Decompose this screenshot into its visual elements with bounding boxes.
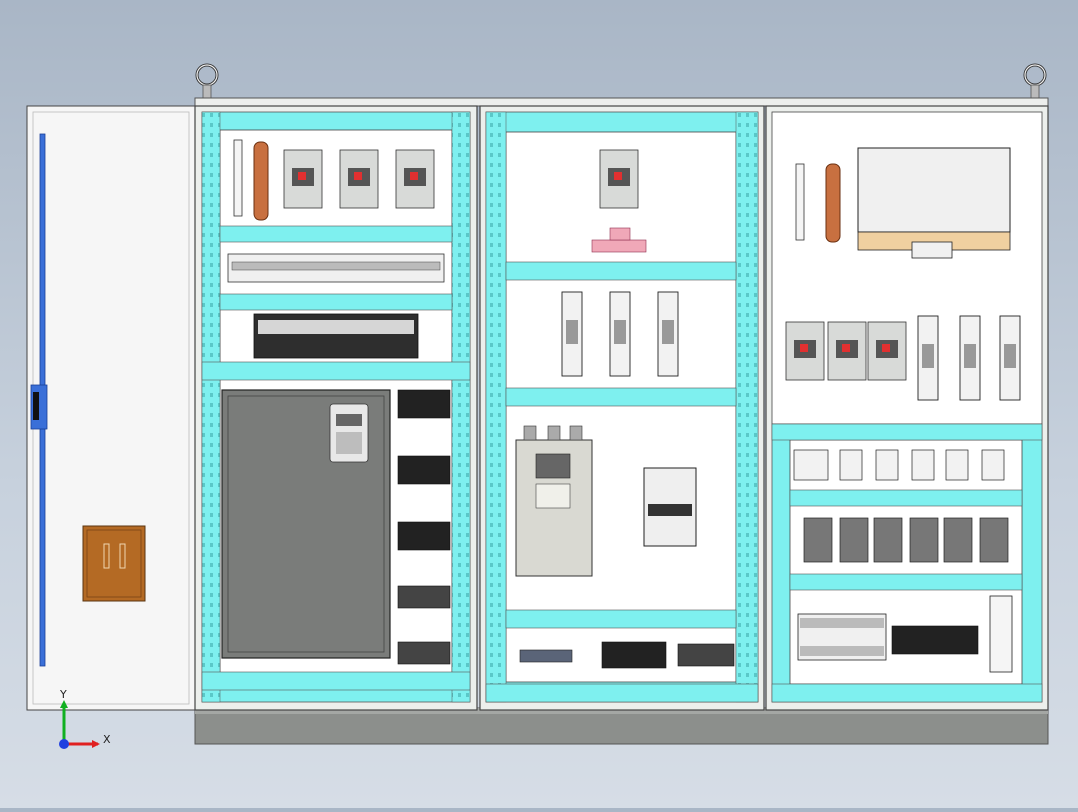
copper-busbar — [825, 163, 841, 243]
mccb-breaker — [867, 321, 907, 381]
breaker-row — [601, 641, 667, 669]
open-door[interactable] — [26, 105, 196, 711]
din-rail — [505, 387, 737, 407]
ground-bar — [795, 163, 805, 241]
lifting-eye-left — [195, 63, 219, 100]
document-pocket — [82, 525, 146, 602]
cabinet-section-2 — [479, 105, 765, 711]
soft-starter — [515, 425, 593, 577]
din-rail — [201, 361, 471, 381]
terminal-strip — [677, 643, 735, 667]
din-rail — [505, 609, 737, 629]
fuse-holder — [609, 291, 631, 377]
main-isolator — [857, 147, 1011, 259]
din-rail — [485, 683, 759, 703]
relay-row — [253, 313, 419, 359]
power-supply — [989, 595, 1013, 673]
din-rail — [771, 423, 1043, 441]
terminal-block-row — [227, 253, 445, 283]
fuse-holder — [657, 291, 679, 377]
din-rail — [219, 225, 453, 243]
din-rail — [201, 671, 471, 691]
fuse-holder — [561, 291, 583, 377]
din-rail — [219, 293, 453, 311]
cabinet-base — [194, 707, 1049, 745]
cabinet-section-1 — [194, 105, 478, 711]
pink-terminal-blocks — [591, 227, 647, 253]
ground-bar — [233, 139, 243, 217]
plc-controller — [797, 613, 887, 661]
mccb-breaker — [339, 149, 379, 209]
fuse-holder — [959, 315, 981, 401]
din-rail — [789, 573, 1023, 591]
terminal-strip — [519, 649, 573, 663]
breaker-row — [793, 449, 1005, 481]
axis-triad — [59, 700, 100, 749]
cabinet-section-3 — [765, 105, 1049, 711]
breaker-row — [397, 389, 451, 665]
breaker-row — [891, 625, 979, 655]
din-rail — [505, 261, 737, 281]
main-mccb — [599, 149, 639, 209]
x-axis-label: X — [103, 733, 111, 746]
lifting-eye-right — [1023, 63, 1047, 100]
variable-frequency-drive — [221, 389, 391, 659]
fuse-holder — [917, 315, 939, 401]
mccb-breaker — [827, 321, 867, 381]
fuse-holder — [999, 315, 1021, 401]
mccb-breaker — [395, 149, 435, 209]
copper-busbar — [253, 141, 269, 221]
contactor-row — [803, 517, 1009, 563]
din-rail — [771, 683, 1043, 703]
din-rail — [789, 489, 1023, 507]
contactor — [643, 467, 697, 547]
mccb-breaker — [785, 321, 825, 381]
y-axis-label: Y — [60, 688, 67, 701]
cabinet-top — [194, 97, 1049, 107]
mccb-breaker — [283, 149, 323, 209]
